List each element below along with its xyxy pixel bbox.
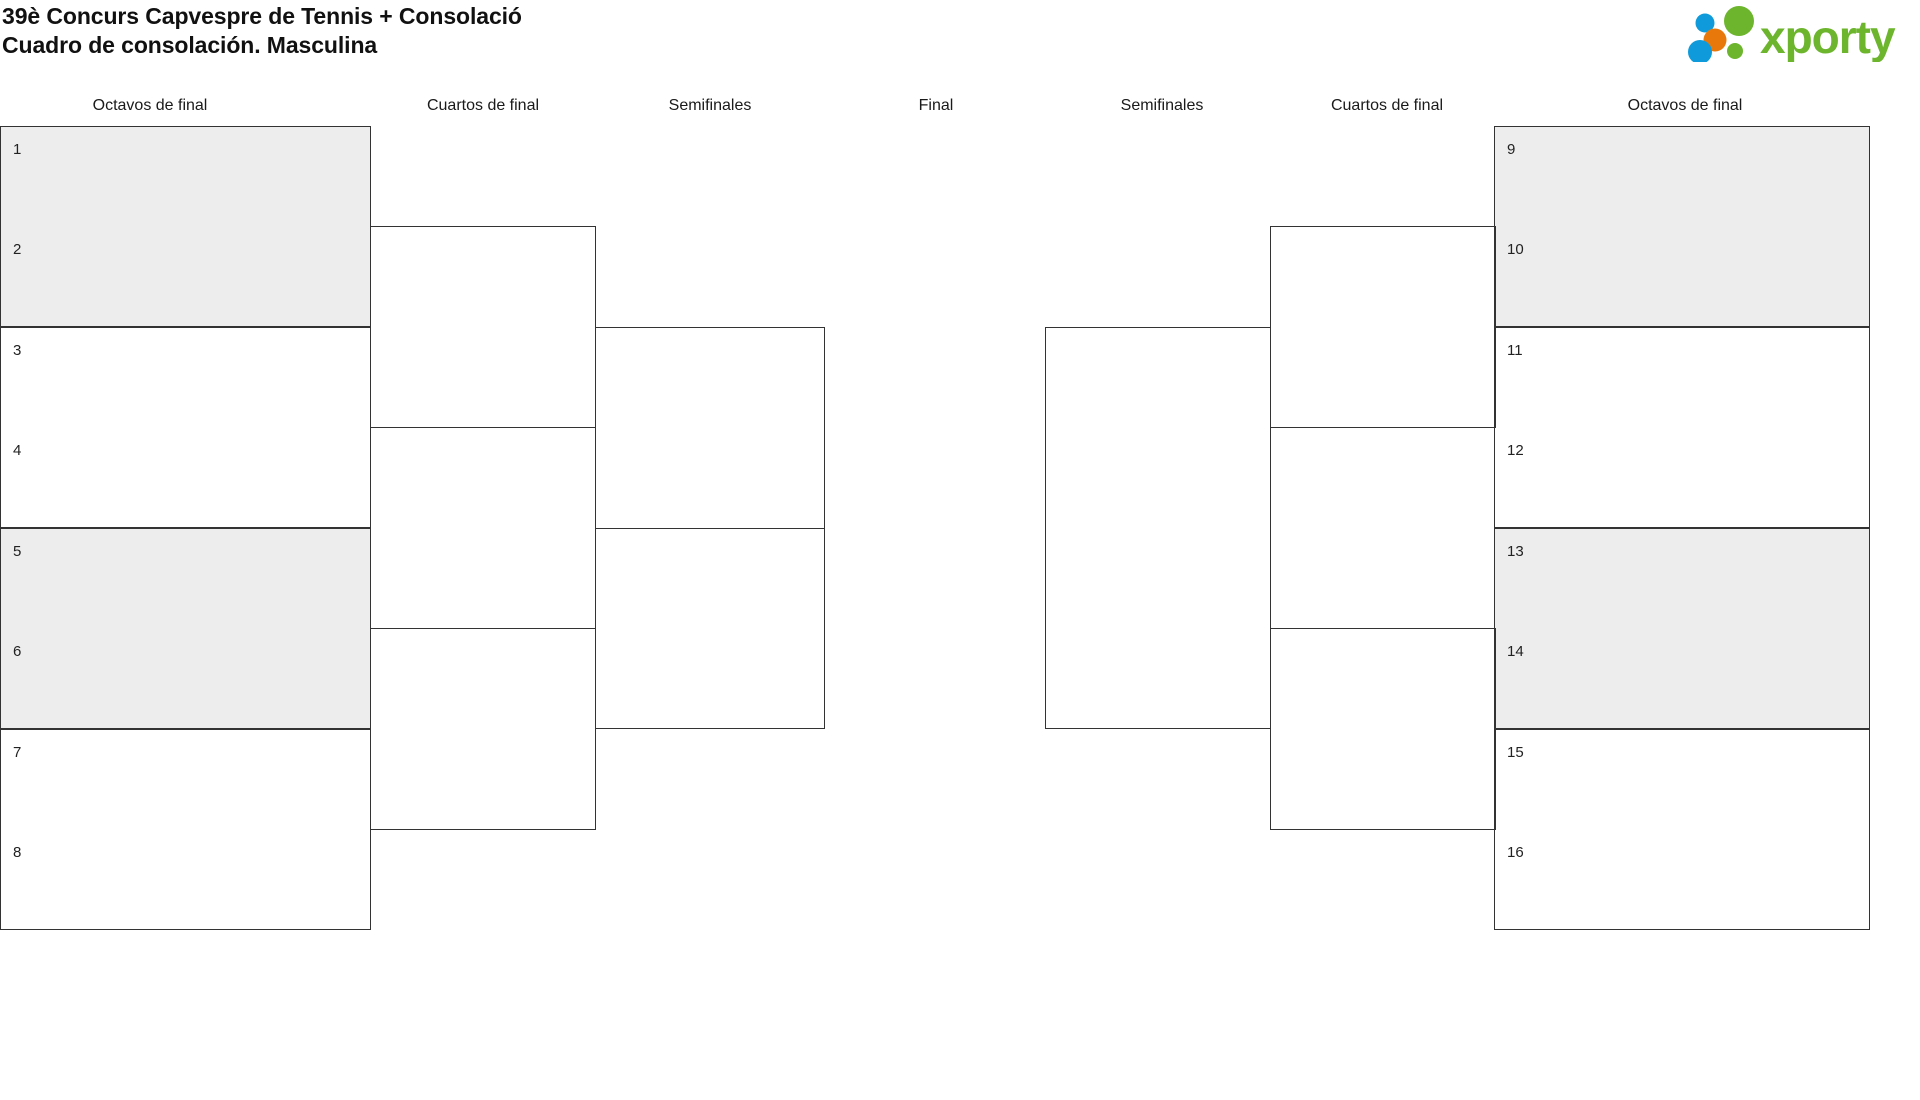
seed-slot[interactable]: 3 (13, 342, 22, 359)
match-box-left-qf-2[interactable] (370, 628, 596, 830)
round-label-left-octavos: Octavos de final (92, 97, 208, 114)
seed-slot[interactable]: 8 (13, 843, 22, 861)
logo-dot-green-small (1727, 43, 1743, 59)
tournament-name: 39è Concurs Capvespre de Tennis + Consol… (2, 3, 522, 29)
seed-slot[interactable]: 14 (1507, 642, 1524, 660)
page-header: 39è Concurs Capvespre de Tennis + Consol… (0, 0, 1920, 90)
seed-slot[interactable]: 4 (13, 441, 22, 459)
seed-slot[interactable]: 1 (13, 141, 22, 158)
seed-slot[interactable]: 10 (1507, 240, 1524, 258)
seed-slot[interactable]: 2 (13, 240, 22, 258)
seed-slot[interactable]: 11 (1507, 342, 1523, 359)
match-box-left-qf-1[interactable] (370, 226, 596, 428)
seed-slot[interactable]: 13 (1507, 543, 1524, 560)
match-box-right-4[interactable]: 15 16 (1494, 729, 1870, 930)
match-box-right-1[interactable]: 9 10 (1494, 126, 1870, 327)
seed-slot[interactable]: 5 (13, 543, 22, 560)
connector-left-sf-out (595, 528, 825, 529)
seed-slot[interactable]: 9 (1507, 141, 1516, 158)
seed-slot[interactable]: 12 (1507, 441, 1524, 459)
match-box-right-qf-1[interactable] (1270, 226, 1496, 428)
seed-slot[interactable]: 6 (13, 642, 22, 660)
round-label-right-semifinales: Semifinales (1120, 97, 1204, 114)
round-label-left-cuartos: Cuartos de final (426, 97, 540, 114)
seed-slot[interactable]: 16 (1507, 843, 1524, 861)
round-label-right-octavos: Octavos de final (1627, 97, 1743, 114)
logo-dot-green-large (1724, 6, 1754, 36)
logo-dot-blue-small (1695, 13, 1715, 33)
match-box-right-2[interactable]: 11 12 (1494, 327, 1870, 528)
xporty-logo-svg: xporty (1688, 6, 1897, 62)
round-label-final: Final (918, 97, 954, 114)
match-box-left-1[interactable]: 1 2 (0, 126, 371, 327)
match-box-left-2[interactable]: 3 4 (0, 327, 371, 528)
match-box-right-qf-2[interactable] (1270, 628, 1496, 830)
seed-slot[interactable]: 7 (13, 744, 22, 761)
match-box-left-4[interactable]: 7 8 (0, 729, 371, 930)
match-box-right-sf[interactable] (1045, 327, 1271, 729)
round-label-right-cuartos: Cuartos de final (1330, 97, 1444, 114)
bracket-subtitle: Cuadro de consolación. Masculina (2, 32, 378, 58)
match-box-left-3[interactable]: 5 6 (0, 528, 371, 729)
logo-dot-blue-large (1688, 40, 1712, 62)
xporty-logo[interactable]: xporty (1686, 6, 1908, 62)
logo-wordmark: xporty (1760, 11, 1896, 62)
page-title: 39è Concurs Capvespre de Tennis + Consol… (2, 2, 522, 60)
match-box-right-3[interactable]: 13 14 (1494, 528, 1870, 729)
round-label-left-semifinales: Semifinales (668, 97, 752, 114)
seed-slot[interactable]: 15 (1507, 744, 1524, 761)
